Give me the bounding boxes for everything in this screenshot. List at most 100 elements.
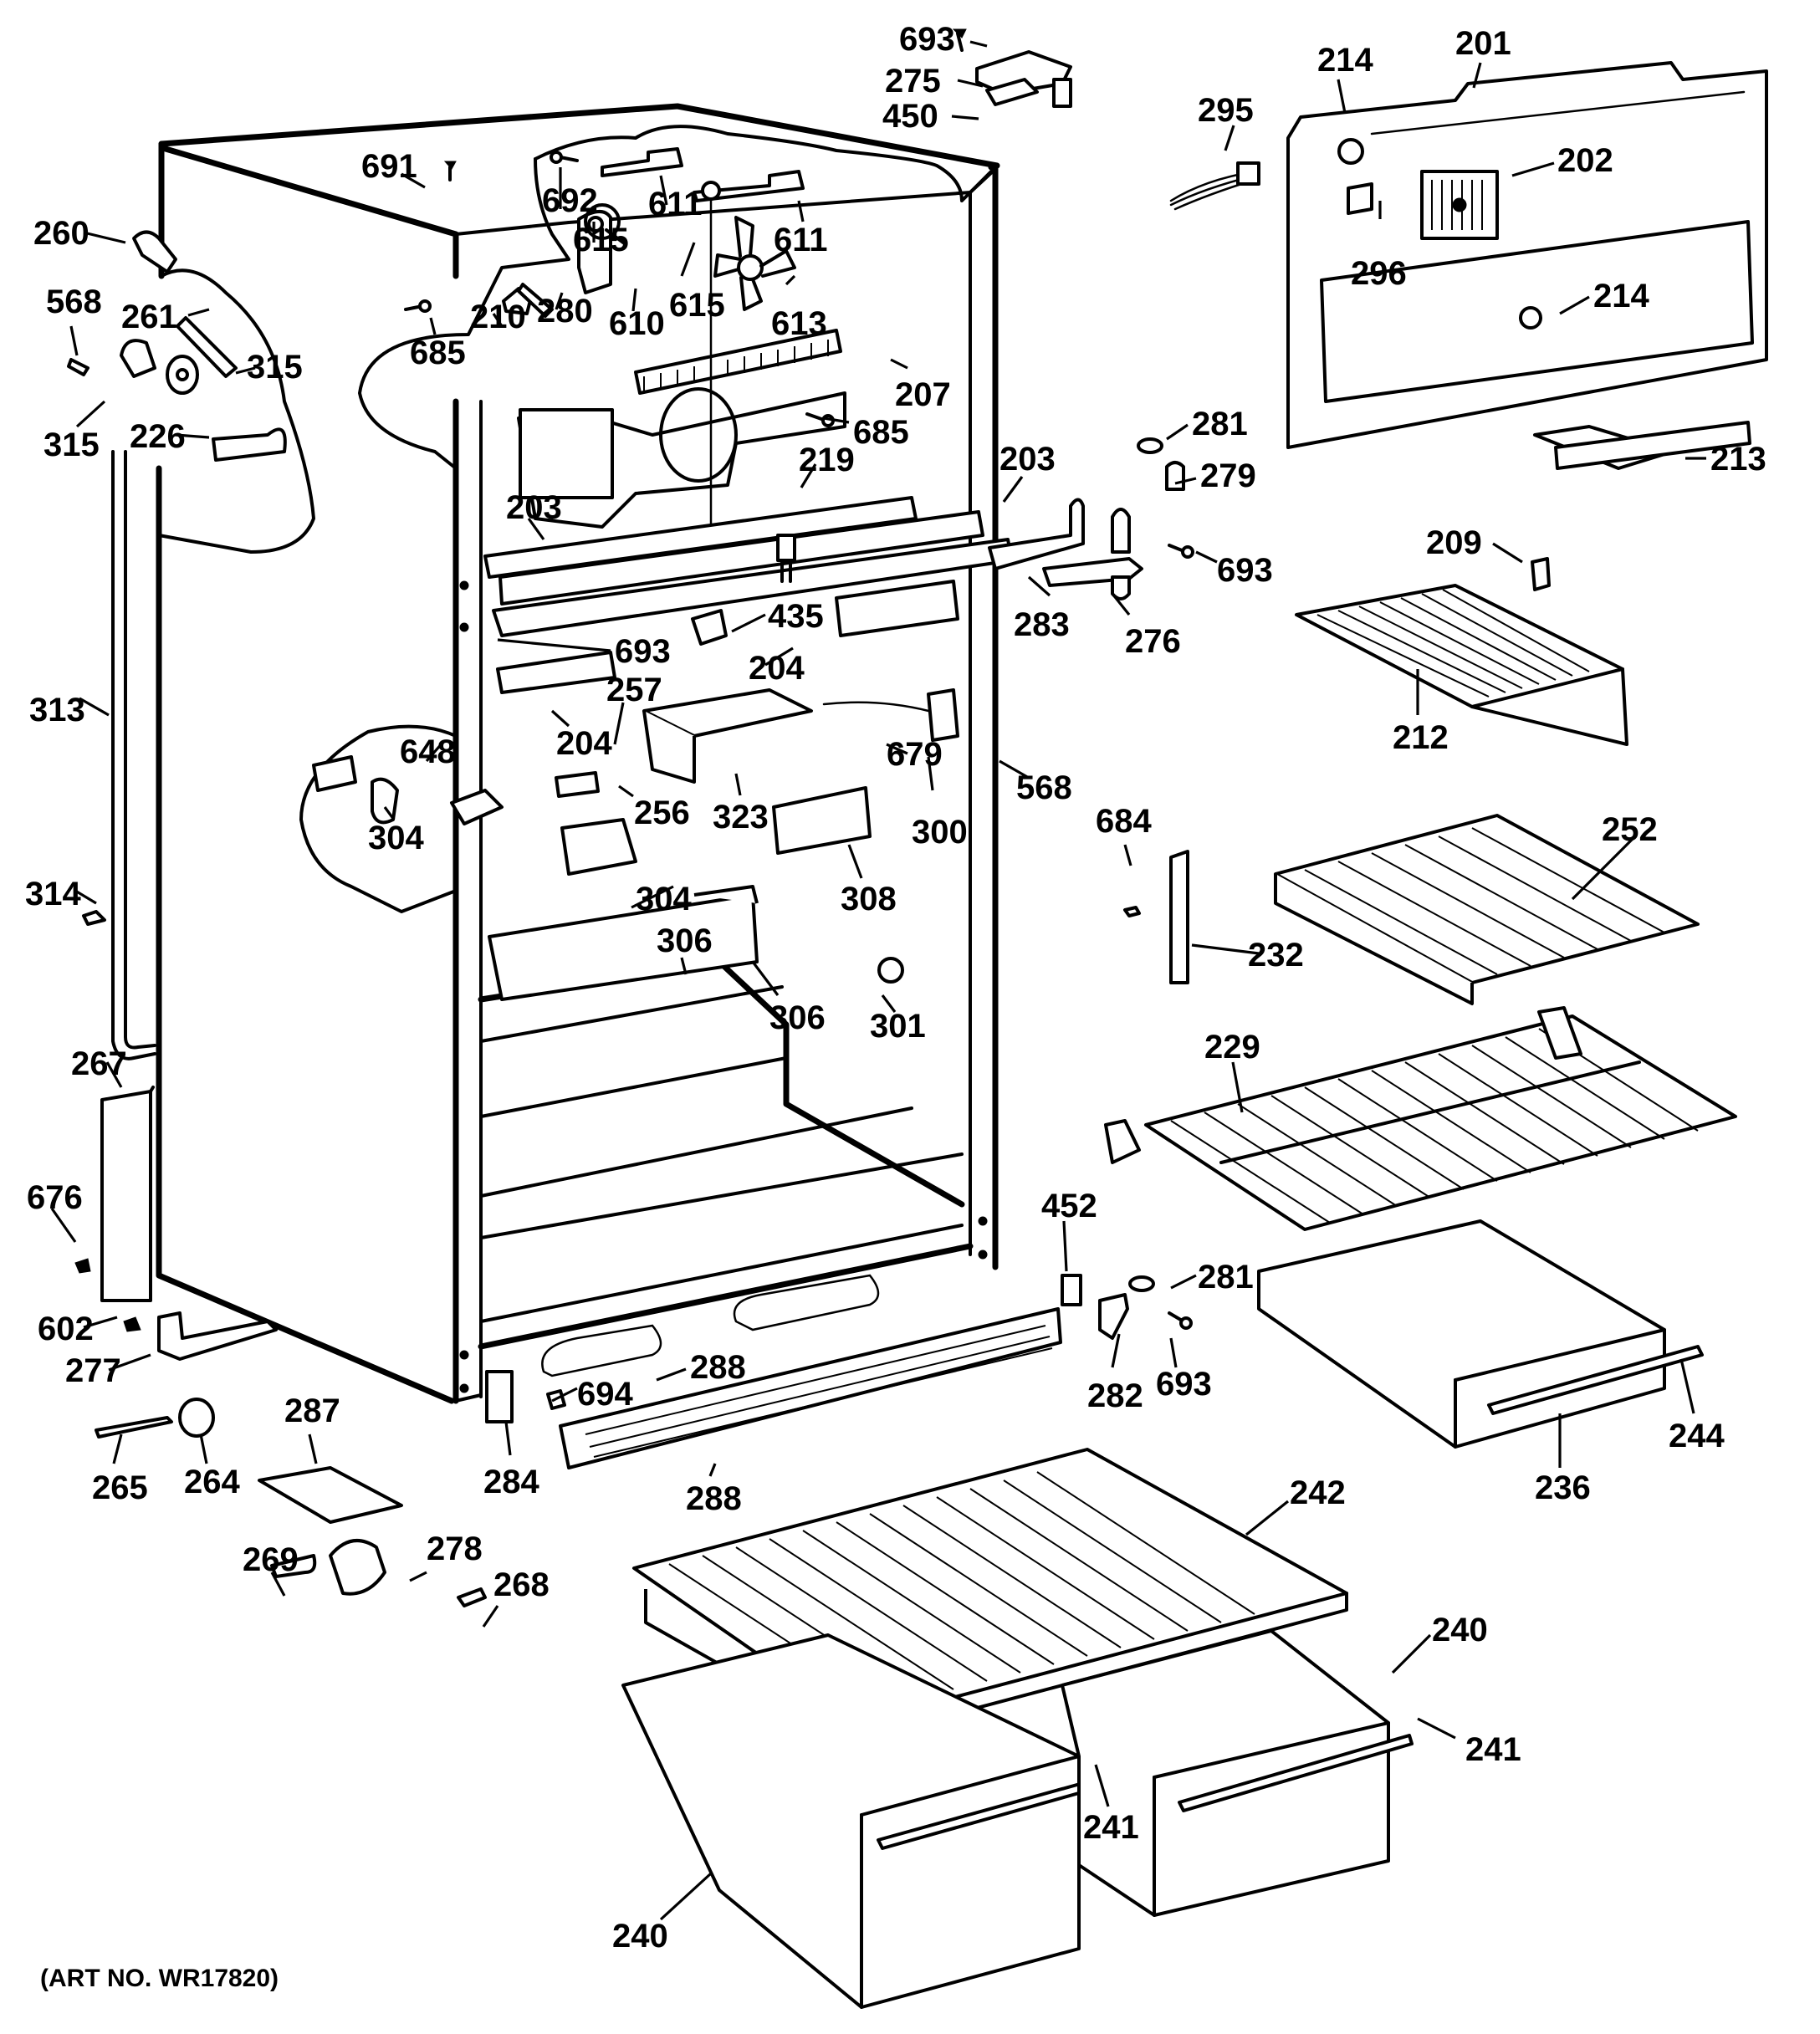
cabinet bbox=[156, 103, 1000, 1404]
callout-684: 684 bbox=[1096, 803, 1152, 840]
callout-240: 240 bbox=[612, 1918, 668, 1955]
shelf-212 bbox=[1295, 557, 1628, 746]
fan-brackets-611 bbox=[601, 147, 805, 202]
control-parts bbox=[312, 580, 959, 1001]
callout-214: 214 bbox=[1593, 278, 1649, 314]
callout-296: 296 bbox=[1351, 255, 1407, 292]
callout-306: 306 bbox=[769, 999, 826, 1036]
callout-229: 229 bbox=[1204, 1029, 1260, 1066]
left-side-parts bbox=[67, 230, 554, 462]
callout-323: 323 bbox=[713, 799, 769, 836]
art-number: (ART NO. WR17820) bbox=[40, 1965, 279, 1992]
shelf-252 bbox=[1123, 814, 1700, 1005]
callout-679: 679 bbox=[887, 736, 943, 773]
cutaway-outlines bbox=[157, 125, 993, 913]
callout-281: 281 bbox=[1198, 1259, 1254, 1296]
callout-267: 267 bbox=[71, 1045, 127, 1082]
callout-314: 314 bbox=[25, 876, 81, 912]
callout-268: 268 bbox=[493, 1566, 550, 1603]
callout-692: 692 bbox=[542, 182, 598, 219]
callout-308: 308 bbox=[841, 881, 897, 917]
callout-219: 219 bbox=[799, 442, 855, 478]
callout-202: 202 bbox=[1557, 142, 1613, 179]
callout-613: 613 bbox=[771, 305, 827, 342]
callout-450: 450 bbox=[882, 98, 938, 135]
callout-240: 240 bbox=[1432, 1612, 1488, 1648]
callout-265: 265 bbox=[92, 1469, 148, 1506]
callout-252: 252 bbox=[1602, 811, 1658, 848]
shelf-229 bbox=[1104, 1006, 1737, 1231]
callout-452: 452 bbox=[1041, 1188, 1097, 1224]
callout-568: 568 bbox=[46, 284, 102, 320]
fan-motor-610 bbox=[577, 203, 625, 294]
callout-693: 693 bbox=[615, 633, 671, 670]
callout-209: 209 bbox=[1426, 524, 1482, 561]
callout-611: 611 bbox=[648, 186, 703, 222]
callout-280: 280 bbox=[537, 293, 593, 330]
callout-257: 257 bbox=[606, 672, 662, 708]
callout-labels: 693 275 450 691 692 611 611 260 615 615 … bbox=[25, 21, 1766, 1992]
callout-676: 676 bbox=[27, 1179, 83, 1216]
callout-435: 435 bbox=[768, 598, 824, 635]
callout-693: 693 bbox=[1217, 552, 1273, 589]
lower-left-parts bbox=[74, 1086, 514, 1607]
callout-212: 212 bbox=[1393, 719, 1449, 756]
center-hinge-283 bbox=[988, 437, 1194, 600]
grommets-615 bbox=[587, 181, 721, 233]
callout-232: 232 bbox=[1248, 937, 1304, 974]
callout-281: 281 bbox=[1192, 406, 1248, 442]
callout-685: 685 bbox=[410, 335, 466, 371]
callout-611: 611 bbox=[774, 222, 828, 258]
callout-277: 277 bbox=[65, 1352, 121, 1389]
crisper-bin-240-right bbox=[1061, 1629, 1414, 1917]
callout-306: 306 bbox=[657, 922, 713, 959]
callout-282: 282 bbox=[1087, 1377, 1143, 1414]
fan-blade-613 bbox=[713, 216, 796, 311]
callout-276: 276 bbox=[1125, 623, 1181, 660]
callout-283: 283 bbox=[1014, 606, 1070, 643]
callout-615: 615 bbox=[573, 222, 629, 258]
callout-615: 615 bbox=[669, 287, 725, 324]
callout-201: 201 bbox=[1455, 25, 1511, 62]
callout-287: 287 bbox=[284, 1393, 340, 1429]
shelf-supports-203 bbox=[483, 496, 1014, 637]
callout-278: 278 bbox=[427, 1531, 483, 1567]
callout-214: 214 bbox=[1317, 42, 1373, 79]
callout-602: 602 bbox=[38, 1311, 94, 1347]
callout-236: 236 bbox=[1535, 1469, 1591, 1506]
callout-610: 610 bbox=[609, 305, 665, 342]
callout-260: 260 bbox=[33, 215, 89, 252]
sensor-219 bbox=[776, 534, 796, 583]
callout-269: 269 bbox=[243, 1541, 299, 1578]
callout-213: 213 bbox=[1710, 441, 1766, 478]
callout-256: 256 bbox=[634, 795, 690, 831]
callout-304: 304 bbox=[636, 881, 692, 917]
door-panel-201 bbox=[1286, 61, 1768, 470]
callout-694: 694 bbox=[577, 1376, 633, 1413]
callout-295: 295 bbox=[1198, 92, 1254, 129]
callout-315: 315 bbox=[43, 427, 100, 463]
callout-275: 275 bbox=[885, 63, 941, 100]
drawer-236 bbox=[1061, 1219, 1704, 1449]
callout-244: 244 bbox=[1669, 1418, 1725, 1454]
callout-648: 648 bbox=[400, 733, 456, 770]
callout-204: 204 bbox=[556, 725, 612, 762]
hinge-top-275-450 bbox=[952, 28, 1072, 108]
callout-241: 241 bbox=[1465, 1731, 1521, 1768]
callout-693: 693 bbox=[1156, 1366, 1212, 1403]
callout-226: 226 bbox=[130, 418, 186, 455]
callout-242: 242 bbox=[1290, 1474, 1346, 1511]
callout-264: 264 bbox=[184, 1464, 240, 1500]
callout-691: 691 bbox=[361, 148, 417, 185]
drain-tube-313 bbox=[82, 450, 156, 1060]
callout-207: 207 bbox=[895, 376, 951, 413]
callout-304: 304 bbox=[368, 820, 424, 856]
wire-connector-295 bbox=[1169, 161, 1260, 211]
callout-204: 204 bbox=[749, 650, 805, 687]
callout-315: 315 bbox=[247, 349, 303, 386]
callout-284: 284 bbox=[483, 1464, 539, 1500]
callout-693: 693 bbox=[899, 21, 955, 58]
leader-lines bbox=[50, 40, 1706, 1921]
callout-203: 203 bbox=[506, 489, 562, 526]
